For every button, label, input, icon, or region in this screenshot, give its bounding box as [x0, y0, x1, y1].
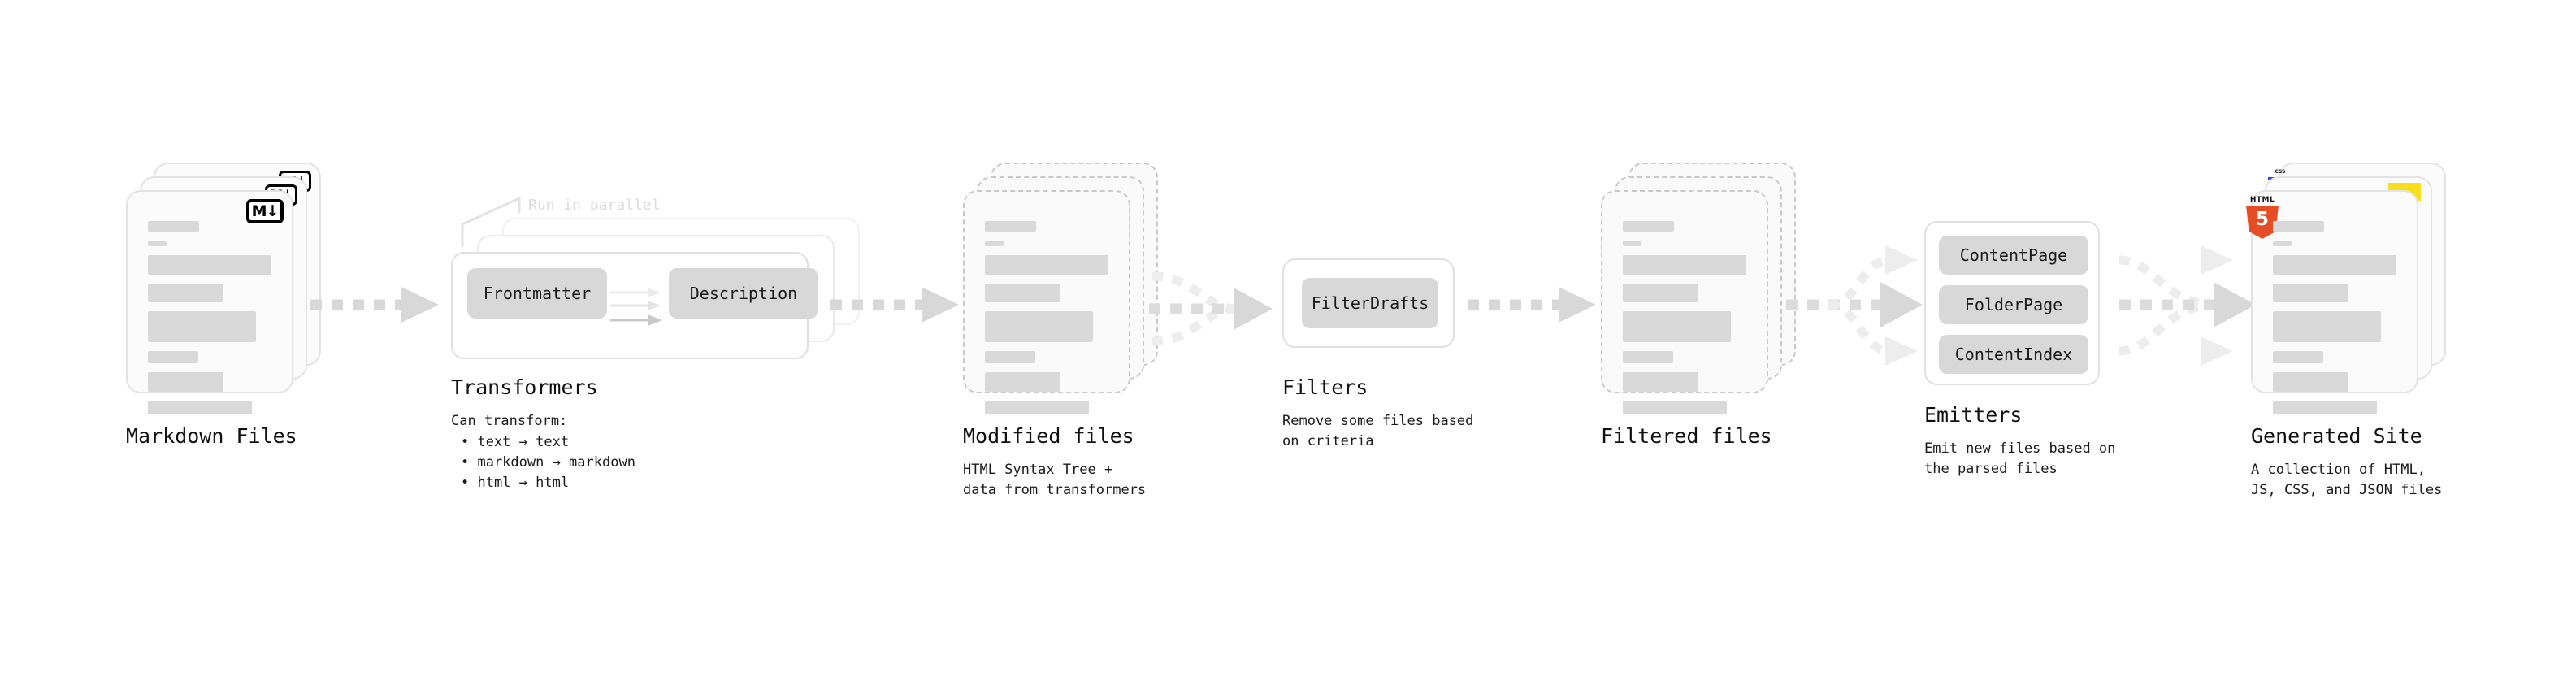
- arrow-filtered-to-emitters: [1780, 236, 1926, 374]
- filtered-files-stack: [1601, 163, 1796, 423]
- modified-files-stack: [963, 163, 1158, 423]
- html5-icon-label: HTML: [2249, 196, 2275, 204]
- filters-subtitle: Remove some files based on criteria: [1282, 413, 1474, 449]
- bullet-text: • text → text: [461, 434, 570, 450]
- generated-site-subtitle: A collection of HTML, JS, CSS, and JSON …: [2251, 462, 2443, 498]
- stage-title-modified-files: Modified files: [963, 424, 1134, 448]
- modified-files-subtitle: HTML Syntax Tree + data from transformer…: [963, 462, 1147, 498]
- emitters-subtitle: Emit new files based on the parsed files: [1924, 440, 2116, 477]
- file-content-placeholder: [1623, 221, 1746, 423]
- generated-site-stack: CSS HTML: [2246, 163, 2454, 423]
- stage-title-generated-site: Generated Site: [2251, 424, 2422, 448]
- arrow-transformers-to-modified: [830, 280, 961, 329]
- chip-folderpage[interactable]: FolderPage: [1939, 285, 2088, 324]
- arrow-markdown-to-transformers: [310, 280, 440, 329]
- markdown-files-stack: M↓ M↓ M↓: [126, 163, 321, 423]
- chip-description[interactable]: Description: [669, 268, 818, 319]
- stage-title-filters: Filters: [1282, 375, 1368, 399]
- bullet-html: • html → html: [461, 475, 570, 491]
- file-content-placeholder: [148, 221, 271, 423]
- file-content-placeholder: [2273, 221, 2396, 423]
- arrow-filters-to-filtered: [1468, 280, 1598, 329]
- run-in-parallel-bracket: [459, 195, 557, 248]
- chip-contentpage[interactable]: ContentPage: [1939, 236, 2088, 275]
- chip-frontmatter[interactable]: Frontmatter: [467, 268, 607, 319]
- stage-title-markdown-files: Markdown Files: [126, 424, 297, 448]
- transformer-inner-arrows: [610, 288, 669, 330]
- filters-box: FilterDrafts: [1282, 258, 1455, 348]
- stage-title-filtered-files: Filtered files: [1601, 424, 1772, 448]
- chip-filterdrafts[interactable]: FilterDrafts: [1302, 278, 1438, 328]
- run-in-parallel-label: Run in parallel: [528, 197, 661, 214]
- arrow-emitters-to-site: [2113, 236, 2259, 374]
- emitters-box: ContentPage FolderPage ContentIndex: [1924, 221, 2100, 385]
- arrow-modified-to-filters: [1138, 260, 1276, 358]
- transformers-stack: Frontmatter Description: [451, 218, 874, 372]
- chip-contentindex[interactable]: ContentIndex: [1939, 335, 2088, 374]
- transformers-bullets: • text → text • markdown → markdown • ht…: [461, 432, 635, 493]
- stage-title-transformers: Transformers: [451, 375, 598, 399]
- css-icon-label: CSS: [2275, 169, 2286, 175]
- transformers-subtitle: Can transform:: [451, 413, 568, 429]
- bullet-markdown: • markdown → markdown: [461, 454, 635, 471]
- markdown-icon: M↓: [246, 199, 284, 223]
- stage-title-emitters: Emitters: [1924, 403, 2023, 427]
- file-content-placeholder: [985, 221, 1108, 423]
